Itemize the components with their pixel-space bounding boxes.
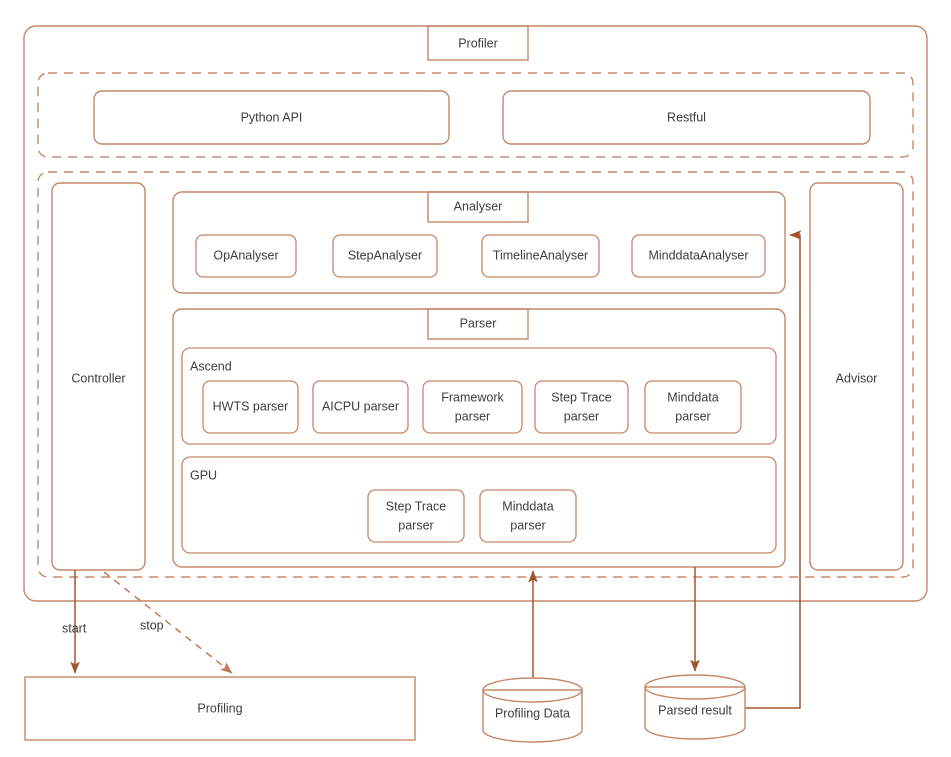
profiling-data-label: Profiling Data (495, 706, 570, 720)
op-analyser-label: OpAnalyser (213, 248, 278, 262)
step-trace-parser-ascend-box[interactable] (534, 380, 629, 434)
profiling-data-cylinder-body (482, 689, 583, 743)
op-analyser-box[interactable] (195, 234, 297, 278)
parsed-result-cylinder-top (644, 674, 746, 700)
gpu-group-label: GPU (190, 468, 217, 482)
aicpu-parser-box[interactable] (312, 380, 409, 434)
framework-parser-box[interactable] (422, 380, 523, 434)
profiler-title-tab (427, 25, 529, 61)
hwts-parser-box[interactable] (202, 380, 299, 434)
page-title: Profiler (458, 36, 498, 50)
minddata-parser-ascend-box[interactable] (644, 380, 742, 434)
minddata-analyser-box[interactable] (631, 234, 766, 278)
step-trace-parser-gpu-box[interactable] (367, 489, 465, 543)
timeline-analyser-box[interactable] (481, 234, 600, 278)
edge-stop-label: stop (140, 618, 164, 632)
python-api-label: Python API (241, 110, 303, 124)
step-analyser-box[interactable] (332, 234, 438, 278)
parsed-result-cylinder-body (644, 686, 746, 740)
step-trace-parser-ascend-label-line1: Step Trace (551, 390, 611, 404)
edge-stop-connector (103, 571, 233, 674)
ascend-group (181, 347, 777, 445)
analyser-title: Analyser (454, 199, 503, 213)
framework-parser-label-line1: Framework (441, 390, 504, 404)
python-api-box[interactable] (93, 90, 450, 145)
minddata-analyser-label: MinddataAnalyser (648, 248, 748, 262)
minddata-parser-ascend-label-line2: parser (675, 409, 710, 423)
advisor-box[interactable] (809, 182, 904, 571)
analyser-title-tab (427, 191, 529, 223)
profiling-data-cylinder[interactable]: Profiling Data (482, 677, 583, 743)
profiler-container (23, 25, 928, 602)
ascend-group-label: Ascend (190, 359, 232, 373)
minddata-parser-gpu-label-line2: parser (510, 518, 545, 532)
profiling-label: Profiling (197, 701, 242, 715)
step-trace-parser-gpu-label-line1: Step Trace (386, 499, 446, 513)
controller-box[interactable] (51, 182, 146, 571)
parser-title-tab (427, 308, 529, 340)
step-trace-parser-gpu-label-line2: parser (398, 518, 433, 532)
minddata-parser-gpu-label-line1: Minddata (502, 499, 553, 513)
parsed-result-label: Parsed result (658, 703, 732, 717)
framework-parser-label-line2: parser (455, 409, 490, 423)
minddata-parser-gpu-box[interactable] (479, 489, 577, 543)
timeline-analyser-label: TimelineAnalyser (493, 248, 588, 262)
profiling-box[interactable] (24, 676, 416, 741)
edge-start-label: start (62, 621, 87, 635)
hwts-parser-label: HWTS parser (213, 399, 289, 413)
step-analyser-label: StepAnalyser (348, 248, 422, 262)
profiling-data-cylinder-top (482, 677, 583, 703)
gpu-group (181, 456, 777, 554)
parser-title: Parser (460, 316, 497, 330)
step-trace-parser-ascend-label-line2: parser (564, 409, 599, 423)
advisor-label: Advisor (836, 371, 878, 385)
restful-label: Restful (667, 110, 706, 124)
aicpu-parser-label: AICPU parser (322, 399, 399, 413)
restful-box[interactable] (502, 90, 871, 145)
interface-layer-group (37, 72, 914, 158)
controller-label: Controller (71, 371, 125, 385)
minddata-parser-ascend-label-line1: Minddata (667, 390, 718, 404)
core-layer-group (37, 171, 914, 578)
edge-parsed-result-to-analyser (745, 230, 802, 709)
parsed-result-cylinder[interactable]: Parsed result (644, 674, 746, 740)
